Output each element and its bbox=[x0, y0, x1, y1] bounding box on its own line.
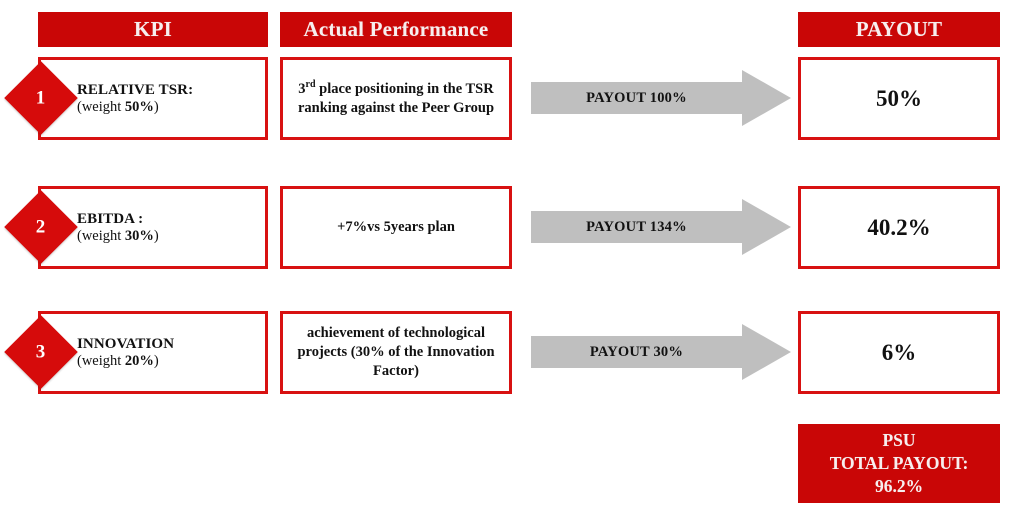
payout-value-row-1: 50% bbox=[876, 85, 922, 111]
performance-rest-row-1: place positioning in the TSR ranking aga… bbox=[297, 81, 495, 117]
column-header-payout: PAYOUT bbox=[798, 12, 1000, 47]
kpi-weight-row-3: (weight 20%) bbox=[77, 353, 174, 371]
kpi-text-row-1: RELATIVE TSR: (weight 50%) bbox=[41, 81, 193, 117]
kpi-box-row-3: INNOVATION (weight 20%) bbox=[38, 311, 268, 394]
kpi-weight-suffix-row-1: ) bbox=[153, 98, 159, 115]
performance-text-row-2: +7%vs 5years plan bbox=[337, 218, 455, 235]
kpi-weight-prefix-row-3: (weight bbox=[77, 352, 125, 369]
kpi-text-row-3: INNOVATION (weight 20%) bbox=[41, 335, 174, 371]
payout-arrow-row-1: PAYOUT 100% bbox=[531, 70, 791, 126]
performance-ordinal-number-row-1: 3 bbox=[298, 81, 306, 98]
payout-value-row-3: 6% bbox=[881, 339, 917, 365]
performance-text-row-3: achievement of technological projects (3… bbox=[297, 324, 495, 380]
total-payout-line-1: PSU bbox=[882, 429, 916, 450]
kpi-badge-number-2: 2 bbox=[36, 216, 46, 238]
arrow-label-row-3: PAYOUT 30% bbox=[589, 343, 684, 360]
payout-value-row-2: 40.2% bbox=[867, 214, 931, 240]
arrow-head-icon-row-2 bbox=[742, 199, 791, 255]
arrow-head-icon-row-1 bbox=[742, 70, 791, 126]
kpi-weight-suffix-row-3: ) bbox=[153, 352, 159, 369]
kpi-weight-value-row-1: 50% bbox=[124, 98, 154, 115]
kpi-title-row-3: INNOVATION bbox=[77, 335, 175, 352]
total-payout-value: 96.2% bbox=[874, 476, 924, 497]
payout-box-row-3: 6% bbox=[798, 311, 1000, 394]
performance-box-row-3: achievement of technological projects (3… bbox=[280, 311, 512, 394]
arrow-label-row-2: PAYOUT 134% bbox=[586, 218, 687, 235]
payout-arrow-row-2: PAYOUT 134% bbox=[531, 199, 791, 255]
kpi-weight-prefix-row-2: (weight bbox=[77, 227, 125, 244]
performance-box-row-1: 3rd place positioning in the TSR ranking… bbox=[280, 57, 512, 140]
performance-box-row-2: +7%vs 5years plan bbox=[280, 186, 512, 269]
total-payout-line-2: TOTAL PAYOUT: bbox=[829, 452, 969, 473]
kpi-weight-value-row-2: 30% bbox=[124, 227, 154, 244]
kpi-text-row-2: EBITDA : (weight 30%) bbox=[41, 210, 159, 246]
performance-text-row-1: 3rd place positioning in the TSR ranking… bbox=[283, 78, 509, 118]
kpi-weight-value-row-3: 20% bbox=[124, 352, 154, 369]
kpi-weight-row-1: (weight 50%) bbox=[77, 99, 193, 117]
kpi-weight-suffix-row-2: ) bbox=[153, 227, 159, 244]
kpi-title-row-1: RELATIVE TSR: bbox=[77, 81, 194, 98]
arrow-head-icon-row-3 bbox=[742, 324, 791, 380]
kpi-title-row-2: EBITDA : bbox=[77, 210, 144, 227]
arrow-shaft-row-1 bbox=[531, 82, 742, 114]
performance-ordinal-suffix-row-1: rd bbox=[305, 79, 316, 91]
arrow-shaft-row-2 bbox=[531, 211, 742, 243]
kpi-weight-row-2: (weight 30%) bbox=[77, 228, 159, 246]
payout-arrow-row-3: PAYOUT 30% bbox=[531, 324, 791, 380]
payout-box-row-2: 40.2% bbox=[798, 186, 1000, 269]
kpi-badge-number-3: 3 bbox=[36, 341, 46, 363]
arrow-label-row-1: PAYOUT 100% bbox=[586, 89, 687, 106]
kpi-weight-prefix-row-1: (weight bbox=[77, 98, 125, 115]
payout-box-row-1: 50% bbox=[798, 57, 1000, 140]
total-payout-box: PSU TOTAL PAYOUT: 96.2% bbox=[798, 424, 1000, 503]
arrow-shaft-row-3 bbox=[531, 336, 742, 368]
kpi-badge-number-1: 1 bbox=[36, 87, 46, 109]
column-header-kpi: KPI bbox=[38, 12, 268, 47]
column-header-actual-performance: Actual Performance bbox=[280, 12, 512, 47]
